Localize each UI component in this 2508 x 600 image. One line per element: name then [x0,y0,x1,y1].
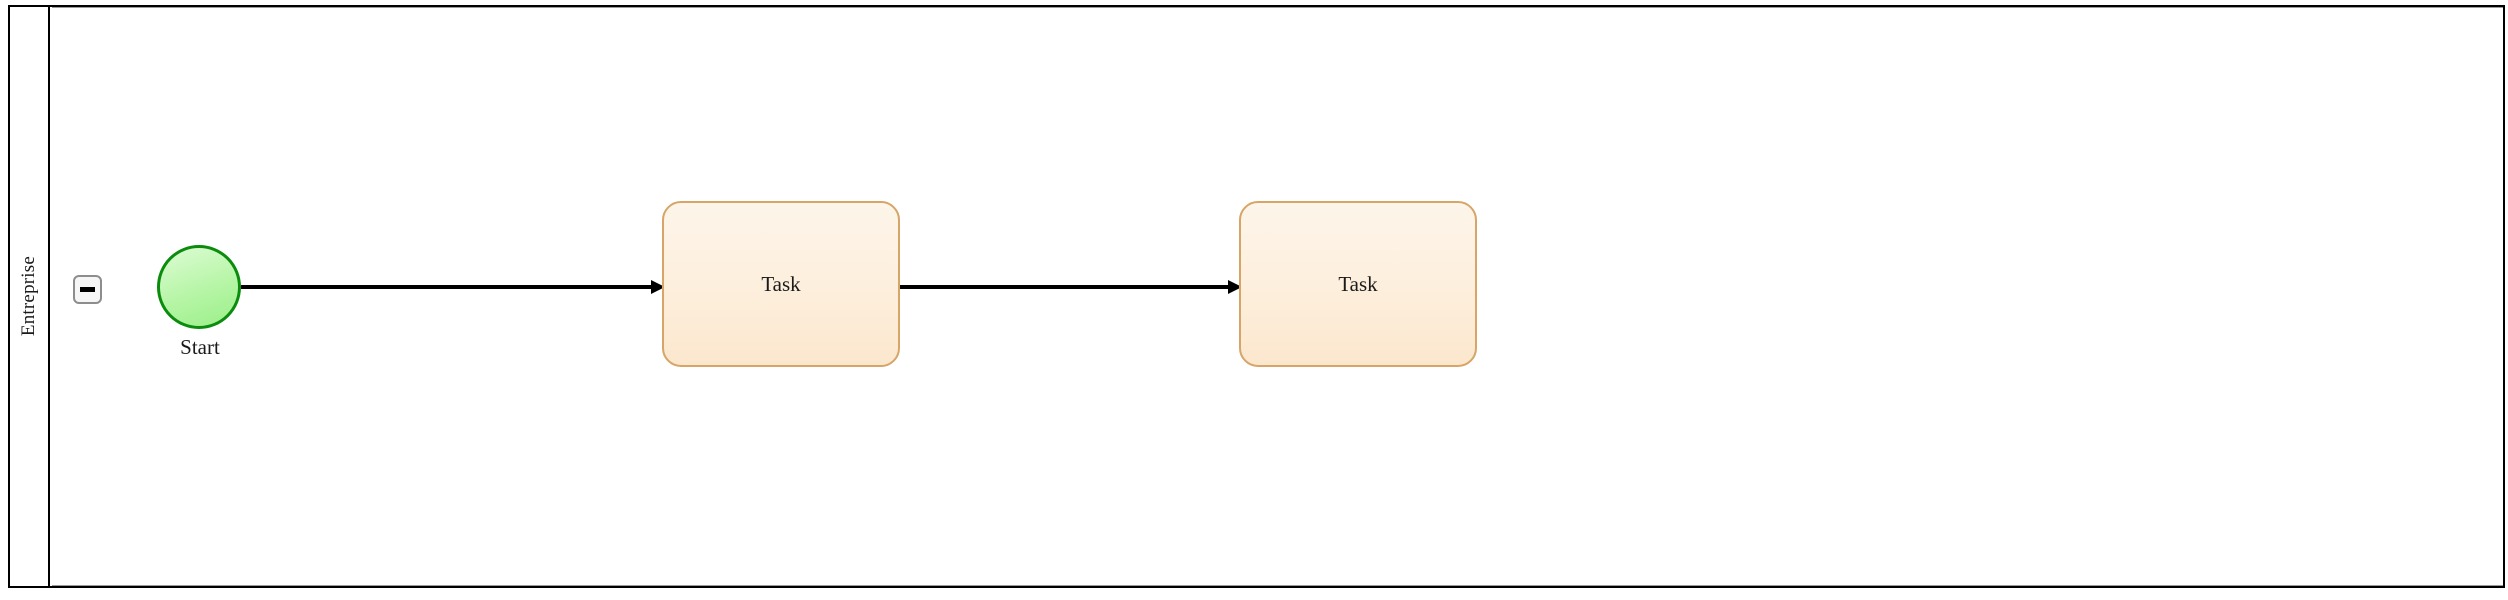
task-node-2[interactable]: Task [1239,201,1477,367]
sequence-flow-start-to-task1[interactable] [241,280,665,294]
flow-line [241,285,653,289]
sequence-flow-task1-to-task2[interactable] [900,280,1242,294]
flow-line [900,285,1230,289]
start-event-label: Start [180,335,220,359]
pool-collapse-button[interactable] [73,275,102,304]
arrowhead-icon [1228,280,1242,294]
start-event-node[interactable] [157,245,241,329]
pool-entreprise[interactable]: Entreprise Start Task Task [8,5,2505,588]
pool-name-label: Entreprise [18,256,39,337]
task-node-1[interactable]: Task [662,201,900,367]
pool-header[interactable]: Entreprise [10,7,50,586]
arrowhead-icon [651,280,665,294]
minus-icon [80,287,95,292]
